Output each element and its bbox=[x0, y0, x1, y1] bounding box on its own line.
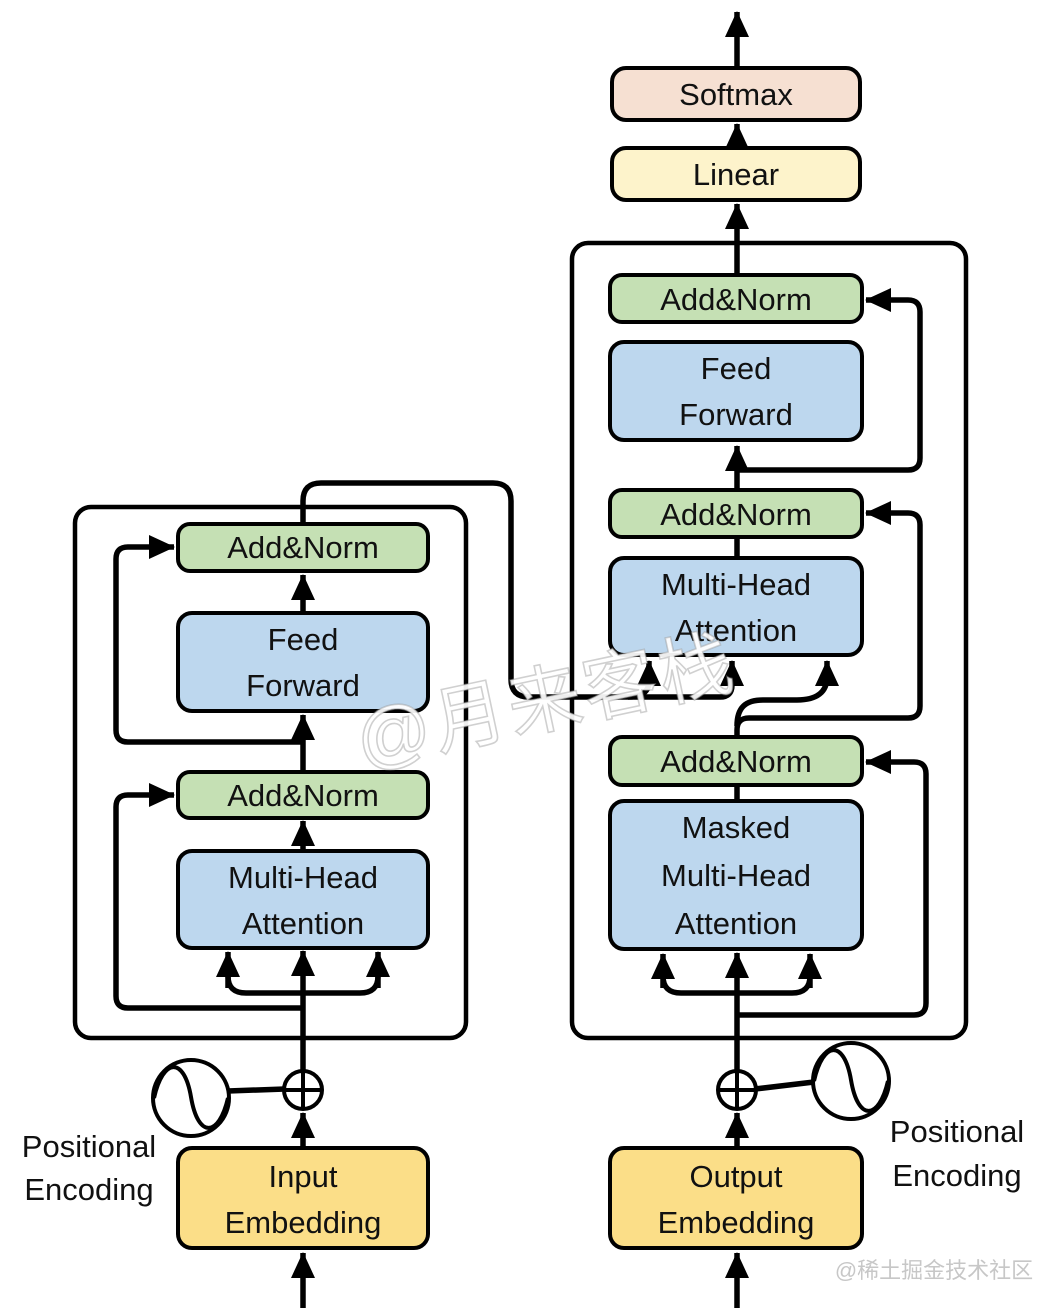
encoder-output-to-decoder bbox=[300, 480, 744, 700]
decoder-addnorm-middle-label: Add&Norm bbox=[660, 497, 812, 532]
masked-multi-head-attention-box bbox=[608, 799, 864, 951]
decoder-multi-head-attention-box bbox=[608, 556, 864, 657]
encoder-addnorm-bottom-label: Add&Norm bbox=[227, 778, 379, 813]
encoder-feed-forward-label-line2: Forward bbox=[246, 668, 360, 703]
decoder-addnorm-top-box bbox=[608, 273, 864, 324]
decoder-query-scurve-arrow bbox=[734, 660, 839, 727]
decoder-feed-forward-box bbox=[608, 340, 864, 442]
linear-box bbox=[610, 146, 862, 202]
positional-encoding-left-label-line2: Encoding bbox=[24, 1172, 153, 1207]
encoder-addnorm-bottom-box bbox=[176, 770, 430, 820]
decoder-residual-ff bbox=[737, 288, 923, 473]
softmax-box bbox=[610, 66, 862, 122]
positional-encoding-right-label-line1: Positional bbox=[890, 1114, 1024, 1149]
encoder-addnorm-top-box bbox=[176, 522, 430, 573]
masked-multi-head-attention-label-line3: Attention bbox=[675, 906, 797, 941]
masked-multi-head-attention-label-line2: Multi-Head bbox=[661, 858, 811, 893]
encoder-addnorm-top-label: Add&Norm bbox=[227, 530, 379, 565]
softmax-label: Softmax bbox=[679, 77, 793, 112]
input-embedding-box bbox=[176, 1146, 430, 1250]
encoder-positional-encoding-icon bbox=[151, 1058, 231, 1138]
decoder-addnorm-bottom-box bbox=[608, 735, 864, 787]
decoder-feed-forward-label-line1: Feed bbox=[701, 351, 772, 386]
decoder-multi-head-attention-label-line2: Attention bbox=[675, 613, 797, 648]
output-embedding-label-line2: Embedding bbox=[658, 1205, 815, 1240]
encoder-feed-forward-box bbox=[176, 611, 430, 713]
decoder-posenc-connector bbox=[754, 1079, 815, 1092]
encoder-container bbox=[72, 504, 469, 1041]
output-embedding-label-line1: Output bbox=[689, 1159, 782, 1194]
output-embedding-box bbox=[608, 1146, 864, 1250]
decoder-residual-masked-attention bbox=[737, 750, 929, 1018]
decoder-addnorm-top-label: Add&Norm bbox=[660, 282, 812, 317]
input-embedding-label-line2: Embedding bbox=[225, 1205, 382, 1240]
encoder-multi-head-attention-label-line2: Attention bbox=[242, 906, 364, 941]
bottom-right-watermark: @稀土掘金技术社区 bbox=[835, 1258, 1033, 1283]
positional-encoding-left-label-line1: Positional bbox=[22, 1129, 156, 1164]
encoder-add-operator-icon bbox=[282, 1069, 324, 1111]
positional-encoding-right-label-line2: Encoding bbox=[892, 1158, 1021, 1193]
encoder-feed-forward-label-line1: Feed bbox=[268, 622, 339, 657]
encoder-residual-top bbox=[113, 535, 303, 745]
input-embedding-label-line1: Input bbox=[269, 1159, 338, 1194]
encoder-output-branch-arrow bbox=[627, 660, 661, 700]
decoder-container bbox=[569, 240, 969, 1041]
linear-label: Linear bbox=[693, 157, 779, 192]
encoder-multi-head-attention-box bbox=[176, 849, 430, 950]
encoder-posenc-connector bbox=[227, 1086, 286, 1094]
decoder-positional-encoding-icon bbox=[811, 1041, 891, 1121]
decoder-addnorm-middle-box bbox=[608, 488, 864, 539]
decoder-add-operator-icon bbox=[716, 1069, 758, 1111]
masked-multi-head-attention-label-line1: Masked bbox=[682, 810, 791, 845]
decoder-addnorm-bottom-label: Add&Norm bbox=[660, 744, 812, 779]
encoder-multi-head-attention-label-line1: Multi-Head bbox=[228, 860, 378, 895]
decoder-multi-head-attention-label-line1: Multi-Head bbox=[661, 567, 811, 602]
encoder-residual-bottom bbox=[113, 783, 303, 1011]
decoder-feed-forward-label-line2: Forward bbox=[679, 397, 793, 432]
